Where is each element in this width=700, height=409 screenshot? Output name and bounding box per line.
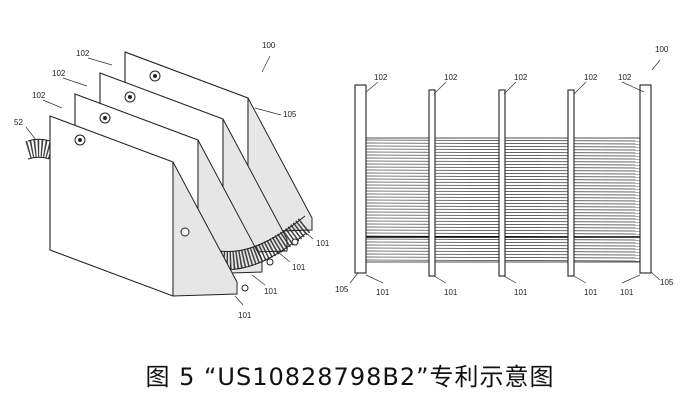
patent-drawing: 102 102 102 52 100 105 101 101 101 101 bbox=[14, 41, 674, 320]
label-right-top-4: 102 bbox=[584, 73, 598, 82]
label-assembly-right: 100 bbox=[655, 45, 669, 54]
end-plate-left bbox=[354, 84, 367, 274]
label-assembly-left: 100 bbox=[262, 41, 276, 50]
label-right-top-3: 102 bbox=[514, 73, 528, 82]
label-plate-4: 102 bbox=[76, 49, 90, 58]
label-right-bottom-3: 101 bbox=[444, 288, 458, 297]
label-right-top-1: 102 bbox=[374, 73, 388, 82]
label-right-bottom-7: 105 bbox=[660, 278, 674, 287]
label-right-top-5: 102 bbox=[618, 73, 632, 82]
plate-1 bbox=[49, 115, 249, 297]
label-side-left: 105 bbox=[283, 110, 297, 119]
label-right-top-2: 102 bbox=[444, 73, 458, 82]
caption-text: 图 5 “US10828798B2”专利示意图 bbox=[145, 363, 555, 391]
label-right-bottom-1: 105 bbox=[335, 285, 349, 294]
label-strip: 52 bbox=[14, 118, 23, 127]
inner-plate-3 bbox=[567, 89, 575, 277]
left-view: 102 102 102 52 100 105 101 101 101 101 bbox=[14, 41, 330, 320]
inner-plate-1 bbox=[428, 89, 436, 277]
label-right-bottom-4: 101 bbox=[514, 288, 528, 297]
label-right-bottom-6: 101 bbox=[620, 288, 634, 297]
label-left-bottom-4: 101 bbox=[238, 311, 252, 320]
right-view: 102 102 102 102 102 100 105 101 101 101 … bbox=[335, 45, 674, 297]
figure-caption: 图 5 “US10828798B2”专利示意图 bbox=[0, 340, 700, 409]
label-plate-3: 102 bbox=[52, 69, 66, 78]
label-left-bottom-2: 101 bbox=[292, 263, 306, 272]
inner-plate-2 bbox=[498, 89, 506, 277]
label-plate-2: 102 bbox=[32, 91, 46, 100]
label-right-bottom-5: 101 bbox=[584, 288, 598, 297]
end-plate-right bbox=[639, 84, 652, 274]
label-left-bottom-1: 101 bbox=[316, 239, 330, 248]
label-left-bottom-3: 101 bbox=[264, 287, 278, 296]
label-right-bottom-2: 101 bbox=[376, 288, 390, 297]
